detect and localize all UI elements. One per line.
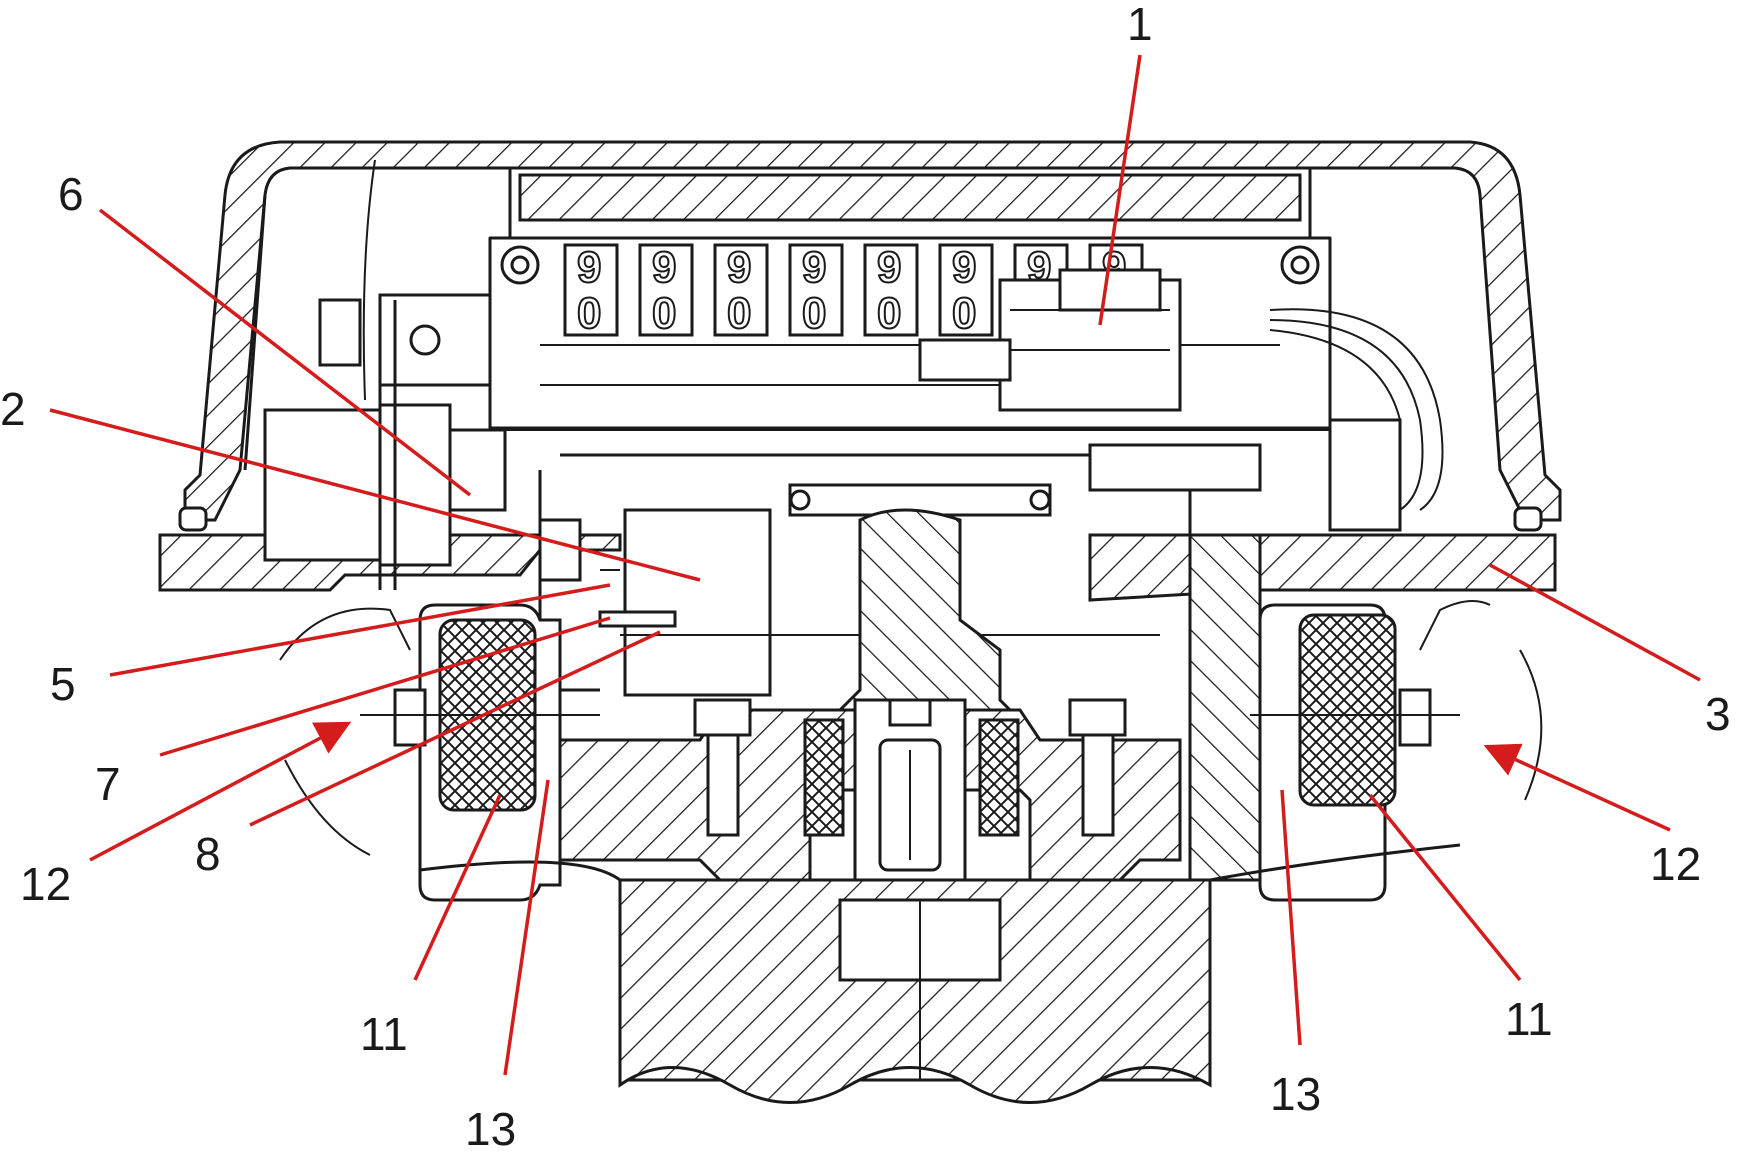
wire-bundle: [1269, 308, 1444, 532]
callout-label-1: 1: [1127, 0, 1153, 50]
callout-label-11b: 11: [1505, 993, 1553, 1045]
digit-wheel-lower: 0: [727, 289, 751, 338]
callout-line-5: [109, 583, 611, 677]
callout-label-6: 6: [58, 168, 84, 220]
digit-wheel-upper: 9: [877, 243, 901, 292]
digit-wheel-upper: 9: [727, 243, 751, 292]
callout-line-13a: [503, 779, 550, 1076]
left-bracket-assembly: [263, 159, 507, 590]
callout-line-8: [249, 630, 661, 827]
callout-line-11a: [413, 794, 502, 981]
digit-wheel: [638, 243, 694, 337]
callout-label-12b: 12: [1650, 838, 1701, 890]
digit-wheel-upper: 9: [802, 243, 826, 292]
callout-label-12a: 12: [20, 858, 71, 910]
callout-label-2: 2: [0, 383, 26, 435]
right-coil: [1250, 600, 1543, 902]
callout-label-5: 5: [50, 658, 76, 710]
bolt-left: [693, 698, 752, 837]
gasket-left: [178, 506, 208, 532]
callout-line-6: [98, 208, 472, 497]
callout-label-7: 7: [95, 758, 121, 810]
callout-line-3: [1489, 563, 1701, 682]
callout-line-2: [49, 408, 701, 582]
sensor-block: [538, 508, 1160, 697]
base-body: [618, 878, 1212, 1104]
digit-wheel: [863, 243, 919, 337]
digit-wheel: [788, 243, 844, 337]
callout-label-13a: 13: [465, 1103, 516, 1152]
digit-wheel-upper: 9: [577, 243, 601, 292]
gasket-right: [1513, 506, 1543, 532]
callout-line-7: [159, 616, 611, 757]
digit-wheel-lower: 0: [652, 289, 676, 338]
callout-line-12b: [1483, 743, 1671, 832]
callout-line-11b: [1368, 793, 1522, 982]
digit-wheel-lower: 0: [802, 289, 826, 338]
mounting-arc: [419, 843, 1461, 882]
digit-wheel: [713, 243, 769, 337]
digit-wheel: [563, 243, 619, 337]
digit-wheel-lower: 0: [577, 289, 601, 338]
left-coil: [279, 603, 600, 902]
digit-wheel: [938, 243, 994, 337]
digit-wheel-lower: 0: [877, 289, 901, 338]
callout-line-13b: [1280, 789, 1302, 1046]
digit-wheel-upper: 9: [952, 243, 976, 292]
callout-line-1: [1098, 54, 1142, 326]
callout-line-12a: [89, 721, 352, 862]
callout-label-8: 8: [195, 828, 221, 880]
callout-label-3: 3: [1705, 688, 1731, 740]
digit-wheel-lower: 0: [952, 289, 976, 338]
bolt-right: [1068, 698, 1127, 837]
digit-wheel-upper: 9: [652, 243, 676, 292]
central-coil: [803, 698, 1020, 902]
callout-label-13b: 13: [1270, 1068, 1321, 1120]
callout-label-11a: 11: [360, 1008, 408, 1060]
